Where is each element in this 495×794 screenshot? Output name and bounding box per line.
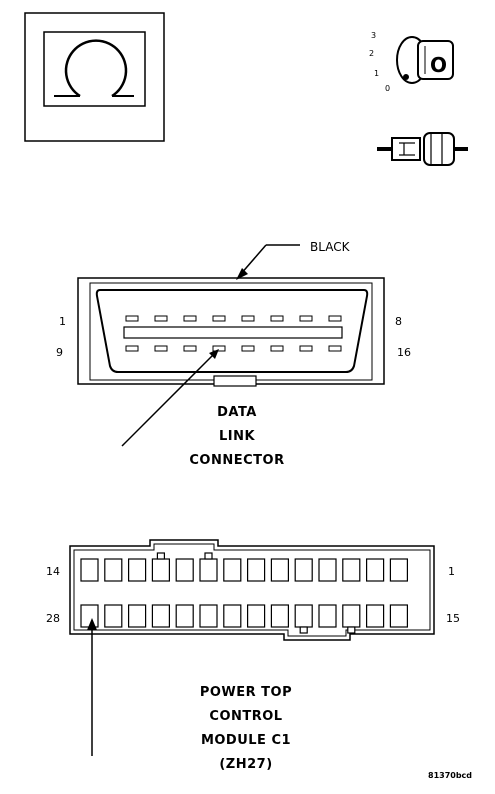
- module-connector: 14 28 1 15 POWER TOP CONTROL MODULE C1 (…: [46, 539, 460, 772]
- module-cavity: [128, 558, 147, 582]
- module-cavity: [318, 558, 337, 582]
- data-link-pin-row-top: [125, 315, 342, 322]
- ignition-key-icon: 3 2 1 0 O: [369, 31, 454, 93]
- key-position-3: 3: [371, 31, 376, 40]
- module-cavity: [294, 604, 313, 628]
- module-caption-line-3: MODULE C1: [201, 733, 291, 748]
- module-cavity: [270, 558, 289, 582]
- module-cavity: [199, 558, 218, 582]
- module-cavity-key: [156, 552, 165, 560]
- module-cavity: [223, 604, 242, 628]
- module-cavity: [247, 604, 266, 628]
- connector-plug-icon: [377, 132, 468, 166]
- module-cavity: [80, 558, 99, 582]
- module-pin-1-label: 1: [448, 565, 455, 578]
- module-cavity: [175, 558, 194, 582]
- data-link-pin-16-label: 16: [397, 346, 411, 359]
- data-link-caption-line-2: LINK: [219, 429, 256, 444]
- module-caption-line-2: CONTROL: [209, 709, 282, 724]
- module-cavity: [247, 558, 266, 582]
- key-position-2: 2: [369, 49, 374, 58]
- module-cavity: [151, 558, 170, 582]
- module-cavity: [389, 558, 408, 582]
- module-caption-line-4: (ZH27): [219, 757, 272, 772]
- module-pin-14-label: 14: [46, 565, 60, 578]
- wire-color-label: BLACK: [310, 240, 351, 254]
- figure-id: 81370bcd: [428, 771, 472, 780]
- data-link-pin-row-bottom: [125, 345, 342, 352]
- module-cavity: [175, 604, 194, 628]
- module-cavity: [366, 604, 385, 628]
- leader-arrowhead: [236, 268, 248, 280]
- lamp-symbol-icon: [24, 12, 165, 142]
- module-pin-15-label: 15: [446, 612, 460, 625]
- module-cavity: [342, 604, 361, 628]
- data-link-connector: BLACK 1 9 8: [56, 240, 411, 468]
- module-cavity: [80, 604, 99, 628]
- module-cavity: [270, 604, 289, 628]
- data-link-caption-line-3: CONNECTOR: [189, 453, 284, 468]
- key-letter: O: [430, 53, 447, 77]
- pin-pointer-arrowhead: [209, 349, 219, 359]
- module-cavity: [104, 558, 123, 582]
- module-cavity: [366, 558, 385, 582]
- key-position-0: 0: [385, 84, 390, 93]
- module-cavity-key: [299, 626, 308, 634]
- module-pin-pointer-arrowhead: [87, 618, 97, 630]
- module-cavity: [104, 604, 123, 628]
- module-cavity: [294, 558, 313, 582]
- module-pin-grid: [80, 552, 408, 634]
- data-link-pin-9-label: 9: [56, 346, 63, 359]
- module-cavity: [199, 604, 218, 628]
- module-cavity: [128, 604, 147, 628]
- module-cavity-key: [204, 552, 213, 560]
- module-cavity: [389, 604, 408, 628]
- module-pin-28-label: 28: [46, 612, 60, 625]
- module-cavity: [151, 604, 170, 628]
- module-cavity: [223, 558, 242, 582]
- module-cavity-key: [347, 626, 356, 634]
- module-cavity: [318, 604, 337, 628]
- data-link-caption-line-1: DATA: [217, 405, 257, 420]
- data-link-pin-8-label: 8: [395, 315, 402, 328]
- data-link-pin-1-label: 1: [59, 315, 66, 328]
- module-caption-line-1: POWER TOP: [200, 685, 292, 700]
- module-cavity: [342, 558, 361, 582]
- key-position-1: 1: [374, 69, 379, 78]
